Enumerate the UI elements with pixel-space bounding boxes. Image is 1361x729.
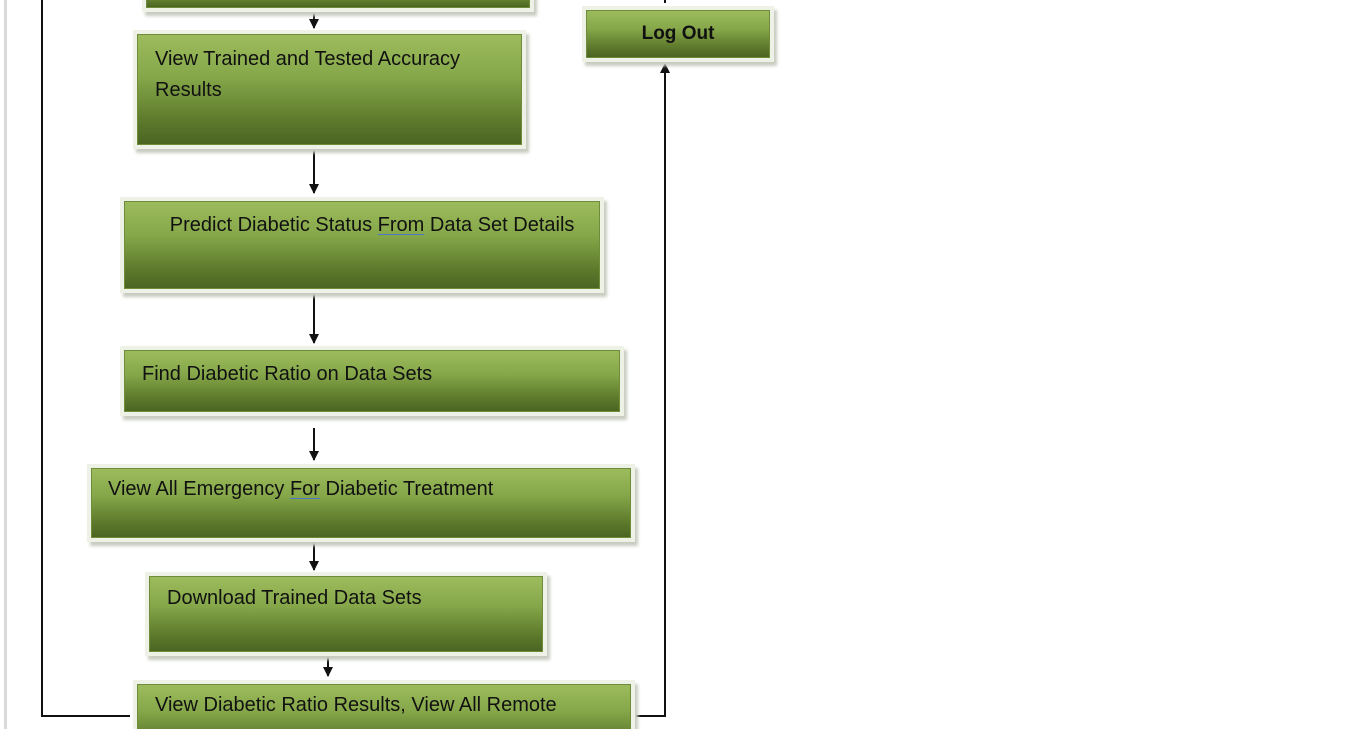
box-find-ratio-label: Find Diabetic Ratio on Data Sets (142, 363, 433, 385)
box-log-out: Log Out (586, 10, 770, 58)
left-loop-connector (41, 0, 130, 717)
box-view-ratio-results-label: View Diabetic Ratio Results, View All Re… (155, 694, 557, 716)
box-download-label: Download Trained Data Sets (167, 587, 422, 609)
page-margin-line (4, 0, 7, 729)
emergency-text-part2: Diabetic Treatment (319, 478, 494, 500)
predict-text-underlined: From (377, 214, 425, 236)
box-log-out-label: Log Out (641, 23, 715, 44)
box-predict-status: Predict Diabetic Status From Data Set De… (124, 201, 600, 289)
emergency-text-underlined: For (289, 478, 320, 500)
box-view-emergency: View All Emergency For Diabetic Treatmen… (91, 468, 631, 538)
box-cut-off-top (146, 0, 530, 8)
box-view-accuracy: View Trained and Tested Accuracy Results (137, 34, 522, 145)
predict-text-part1: Predict Diabetic Status (169, 214, 378, 236)
box-view-emergency-label: View All Emergency For Diabetic Treatmen… (108, 474, 618, 505)
box-view-accuracy-label: View Trained and Tested Accuracy Results (155, 48, 460, 101)
box-find-ratio: Find Diabetic Ratio on Data Sets (124, 350, 620, 412)
box-predict-status-label: Predict Diabetic Status From Data Set De… (142, 210, 587, 241)
emergency-text-part1: View All Emergency (108, 478, 290, 500)
predict-text-part2: Data Set Details (424, 214, 575, 236)
box-view-ratio-results: View Diabetic Ratio Results, View All Re… (137, 684, 631, 729)
box-download-data-sets: Download Trained Data Sets (149, 576, 543, 652)
arrow-results-to-logout (636, 63, 670, 717)
